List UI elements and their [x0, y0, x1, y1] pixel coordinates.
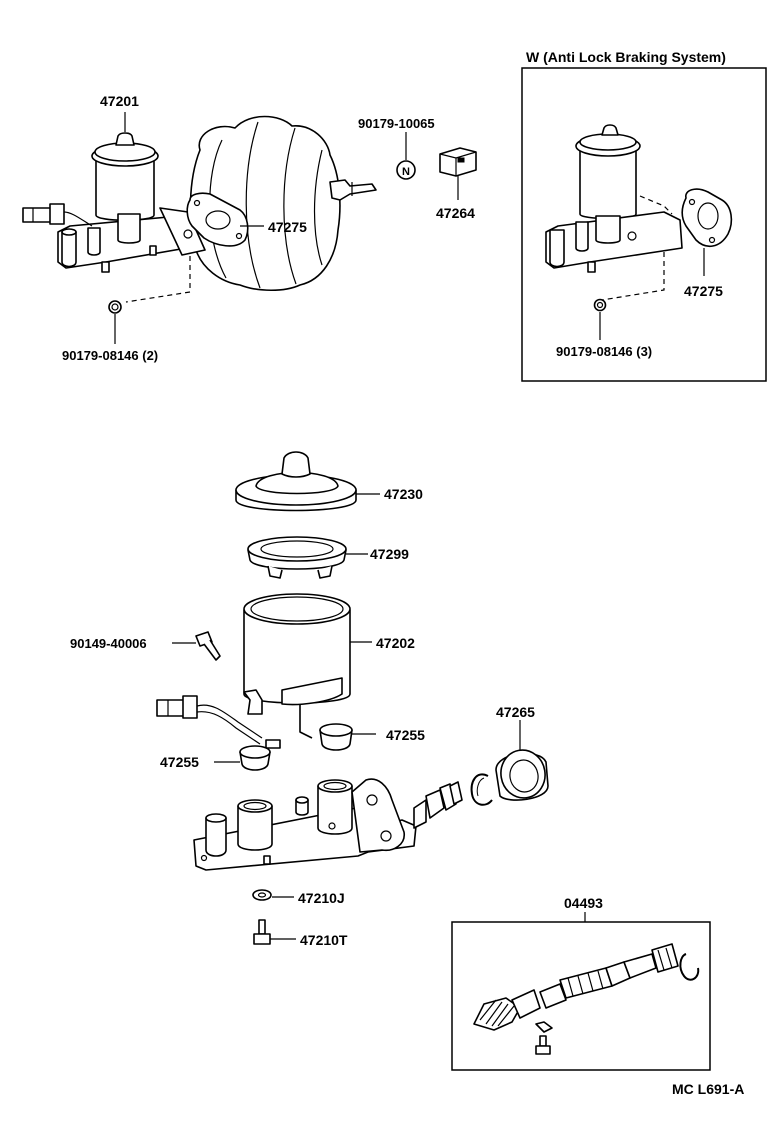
abs-inset-frame: [521, 67, 767, 382]
label-47265: 47265: [496, 704, 535, 720]
nut-90179-10065: [396, 132, 416, 180]
nut-90179-08146: [108, 300, 122, 344]
label-47255-left: 47255: [160, 754, 199, 770]
label-04493: 04493: [564, 895, 603, 911]
label-47202: 47202: [376, 635, 415, 651]
bolt-47210T: [253, 919, 296, 945]
label-47264: 47264: [436, 205, 475, 221]
bolt-90149-40006: [172, 631, 221, 661]
master-cylinder-body: [193, 778, 463, 871]
clevis-47264: [439, 147, 477, 200]
abs-master-cylinder: [545, 124, 683, 301]
label-abs-90179-08146-3: 90179-08146 (3): [556, 344, 652, 359]
grommet-right-47255: [319, 723, 376, 751]
label-47210T: 47210T: [300, 932, 348, 948]
seal-47265: [495, 720, 549, 801]
kit-frame: [451, 921, 711, 1071]
label-abs-47275: 47275: [684, 283, 723, 299]
grommet-left-47255: [214, 745, 271, 771]
label-90179-08146-2: 90179-08146 (2): [62, 348, 158, 363]
abs-nut: [593, 298, 607, 340]
label-47201: 47201: [100, 93, 139, 109]
level-sensor-wiring: [156, 695, 281, 749]
label-47210J: 47210J: [298, 890, 345, 906]
abs-gasket: [681, 188, 733, 276]
label-47230: 47230: [384, 486, 423, 502]
reservoir-47202: [243, 593, 372, 739]
label-47275: 47275: [268, 219, 307, 235]
label-90149-40006: 90149-40006: [70, 636, 147, 651]
label-47255-right: 47255: [386, 727, 425, 743]
brake-booster: [189, 115, 377, 292]
diaphragm-47299: [247, 536, 368, 579]
kit-piston-assembly: [473, 943, 700, 1055]
label-90179-10065: 90179-10065: [358, 116, 435, 131]
nut-marker: N: [402, 166, 410, 178]
booster-gasket: [186, 192, 264, 247]
footer-code: MC L691-A: [672, 1081, 744, 1097]
label-47299: 47299: [370, 546, 409, 562]
reservoir-cap-47230: [235, 451, 380, 512]
master-cylinder-assembly: [22, 132, 206, 303]
snap-ring: [470, 773, 493, 806]
abs-box-title: W (Anti Lock Braking System): [526, 49, 726, 65]
washer-47210J: [252, 889, 294, 901]
